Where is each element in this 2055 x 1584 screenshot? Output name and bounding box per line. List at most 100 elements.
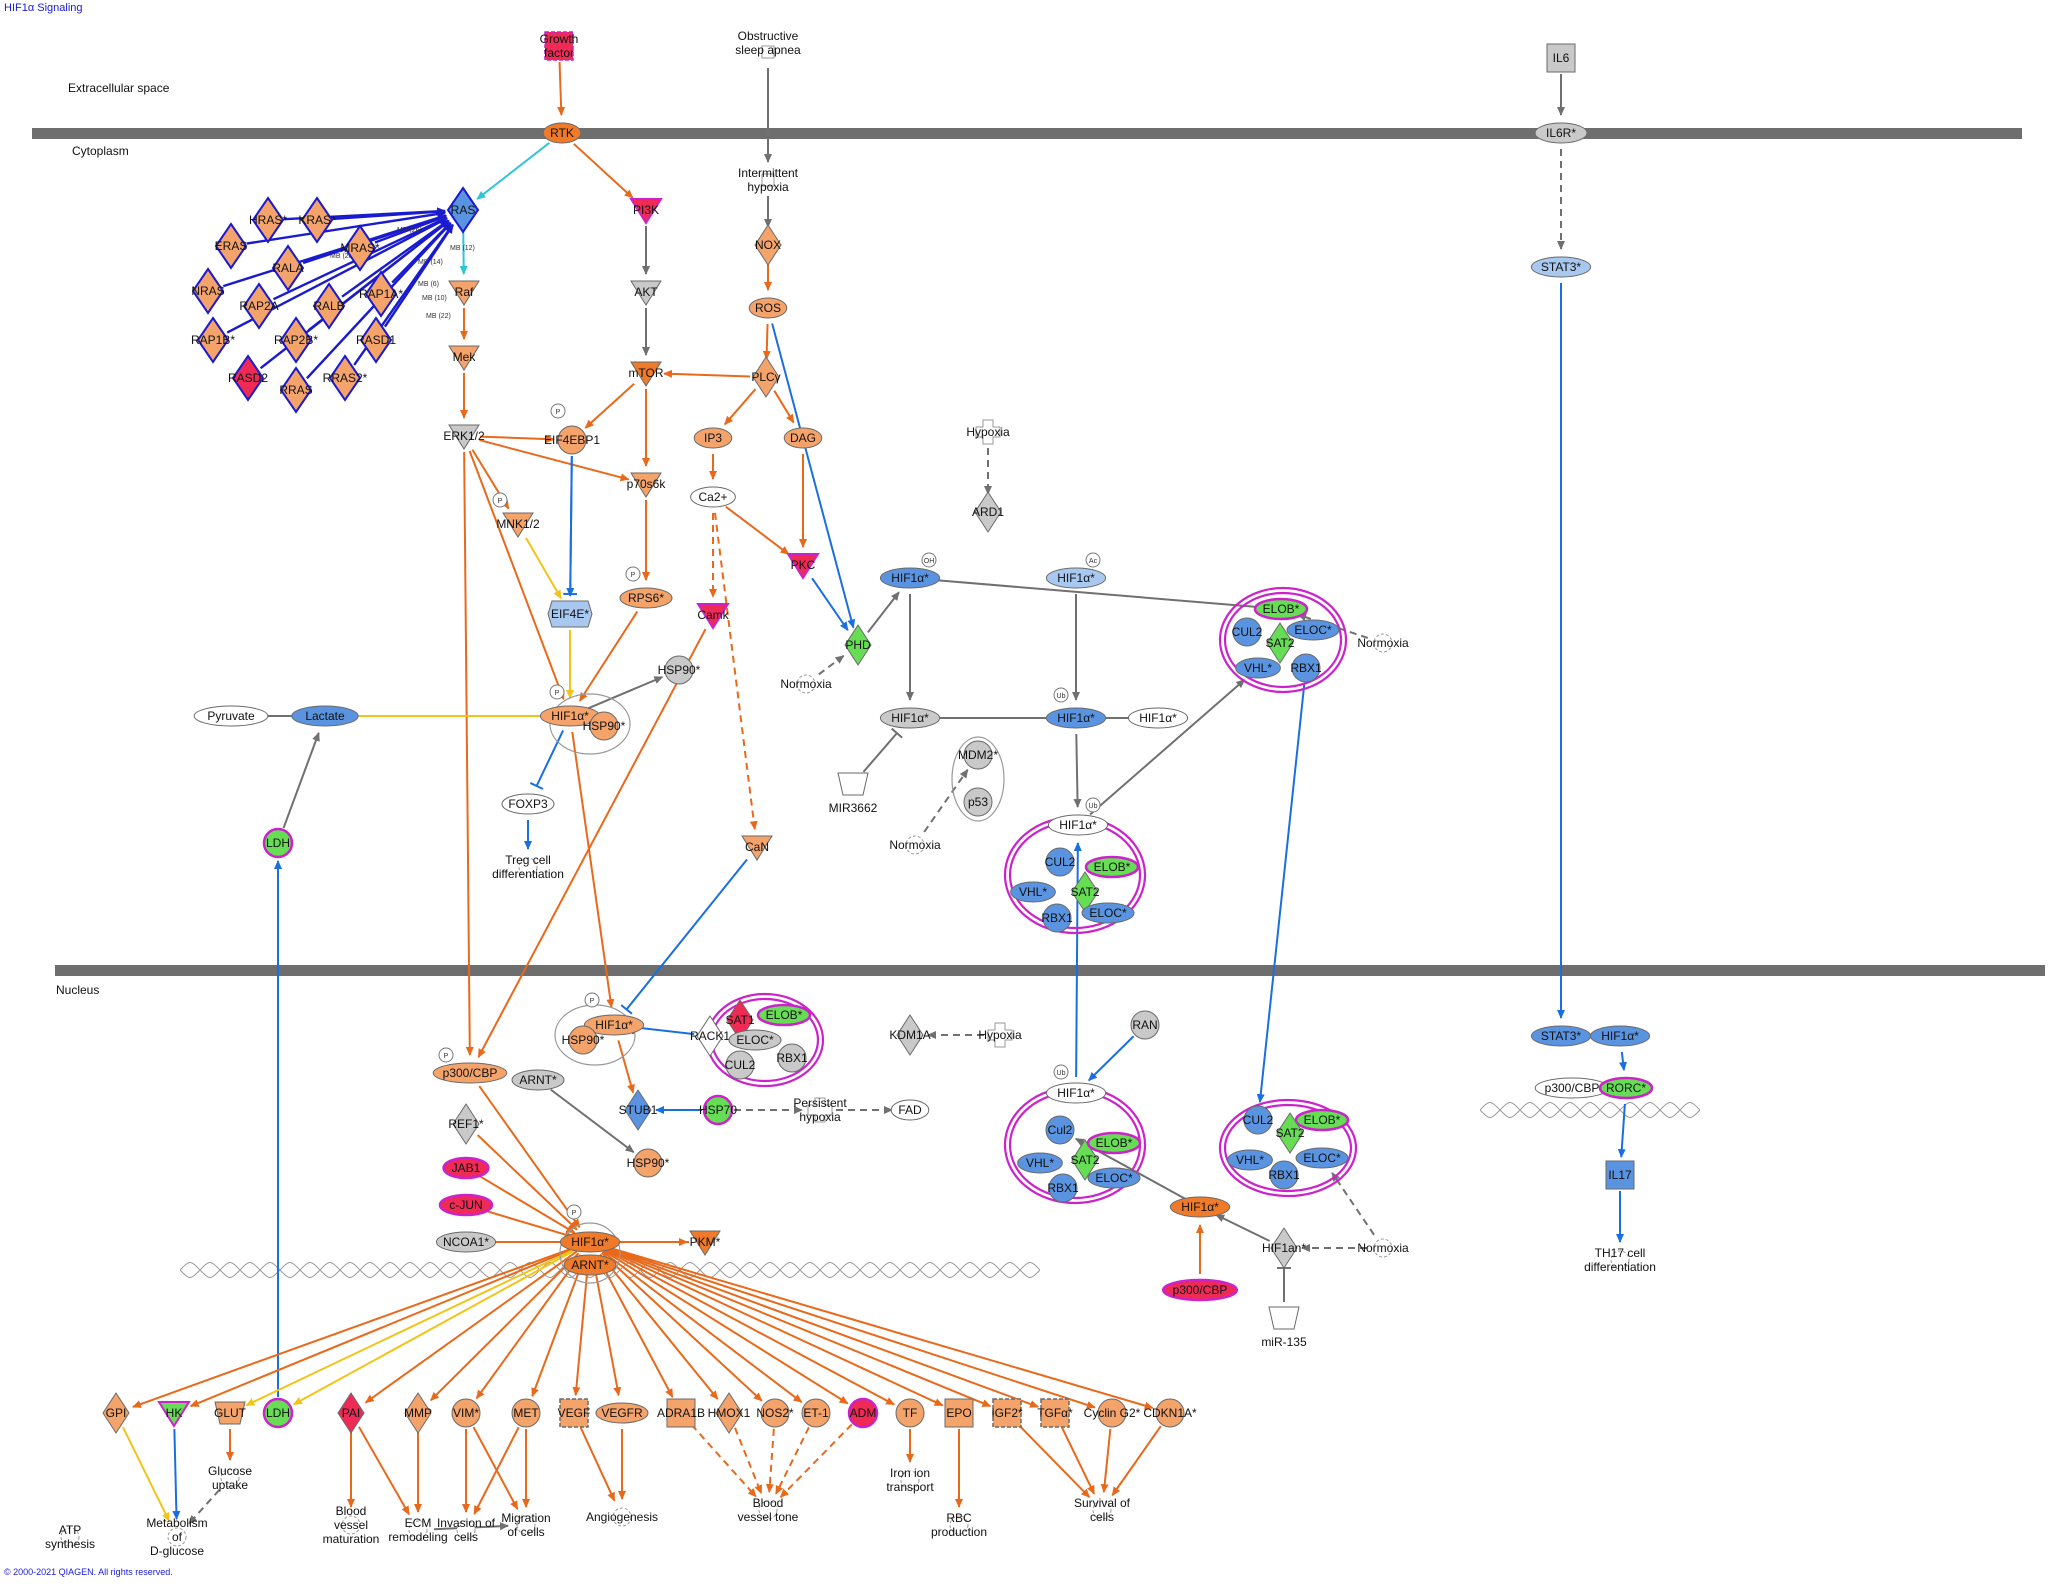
node-p300_3[interactable]: p300/CBP — [1534, 1077, 1610, 1099]
node-vhl4[interactable]: VHL* — [1017, 1152, 1063, 1174]
node-akt[interactable]: AKT — [630, 280, 662, 306]
node-gpi[interactable]: GPI — [102, 1392, 130, 1434]
node-sat2_5[interactable]: SAT2 — [1275, 1112, 1305, 1154]
node-foxp3[interactable]: FOXP3 — [501, 793, 555, 815]
node-sat2_4[interactable]: SAT2 — [1070, 1139, 1100, 1181]
node-met[interactable]: MET — [511, 1398, 541, 1428]
node-vhl2[interactable]: VHL* — [1010, 881, 1056, 903]
node-ip3[interactable]: IP3 — [693, 427, 733, 449]
node-ldh_c[interactable]: LDH — [262, 827, 294, 859]
node-dag[interactable]: DAG — [783, 427, 823, 449]
node-mmp[interactable]: MMP — [404, 1392, 432, 1434]
node-il6r[interactable]: IL6R* — [1534, 122, 1588, 144]
node-il6[interactable]: IL6 — [1546, 43, 1576, 73]
node-eras[interactable]: ERAS — [215, 222, 248, 270]
node-mdm2[interactable]: MDM2* — [958, 740, 998, 770]
node-cul2_1[interactable]: CUL2 — [1232, 617, 1263, 647]
node-rorc[interactable]: RORC* — [1598, 1076, 1654, 1100]
node-hsp90_cc[interactable]: HSP90* — [583, 711, 626, 741]
node-elob2[interactable]: ELOB* — [1084, 855, 1140, 879]
node-ras[interactable]: RAS — [446, 186, 480, 234]
node-nos2[interactable]: NOS2* — [756, 1398, 794, 1428]
node-rbx1_5[interactable]: RBX1 — [1268, 1160, 1300, 1190]
node-mras[interactable]: MRAS* — [340, 224, 380, 272]
node-hypoxia1[interactable]: Hypoxia — [966, 419, 1010, 445]
node-nox[interactable]: NOX — [754, 224, 782, 266]
node-eif4e[interactable]: EIF4E* — [547, 600, 593, 628]
node-p300_1[interactable]: p300/CBP — [432, 1062, 508, 1084]
node-il17[interactable]: IL17 — [1605, 1160, 1635, 1190]
node-vhl5[interactable]: VHL* — [1227, 1149, 1273, 1171]
node-hif_deg[interactable]: HIF1α* — [1127, 707, 1189, 729]
node-lactate[interactable]: Lactate — [291, 705, 359, 727]
node-hras[interactable]: HRAS* — [249, 196, 287, 244]
node-rasd2[interactable]: RASD2 — [228, 354, 268, 402]
node-hif_ac[interactable]: HIF1α* — [1045, 567, 1107, 589]
node-sat2_2[interactable]: SAT2 — [1070, 871, 1100, 913]
node-et1[interactable]: ET-1 — [801, 1398, 831, 1428]
node-stat3n[interactable]: STAT3* — [1530, 1025, 1592, 1047]
node-angio[interactable]: Angiogenesis — [586, 1507, 658, 1527]
node-mir135[interactable]: miR-135 — [1261, 1306, 1307, 1349]
node-hsp90_n[interactable]: HSP90* — [562, 1025, 605, 1055]
node-rras[interactable]: RRAS — [279, 366, 313, 414]
node-cdkn1a[interactable]: CDKN1A* — [1143, 1398, 1197, 1428]
node-hif1an[interactable]: HIF1an* — [1262, 1227, 1306, 1269]
node-mnk[interactable]: MNK1/2 — [496, 512, 540, 538]
node-sat1[interactable]: SAT1 — [725, 999, 755, 1041]
node-ard1[interactable]: ARD1 — [972, 491, 1004, 533]
node-camk[interactable]: Camk — [696, 603, 730, 630]
node-rap2b[interactable]: RAP2B* — [274, 316, 318, 364]
node-eloc2[interactable]: ELOC* — [1081, 902, 1135, 924]
node-pkc[interactable]: PKC — [786, 553, 820, 580]
node-cul2_3[interactable]: CUL2 — [725, 1050, 756, 1080]
node-kdm1a[interactable]: KDM1A — [889, 1014, 931, 1056]
node-eif4ebp1[interactable]: EIF4EBP1 — [544, 425, 600, 455]
node-raf[interactable]: Raf — [448, 280, 480, 306]
node-mek[interactable]: Mek — [448, 345, 480, 371]
node-p300_2[interactable]: p300/CBP — [1161, 1278, 1239, 1302]
node-rap2a[interactable]: RAP2A — [239, 282, 279, 330]
node-jab1[interactable]: JAB1 — [442, 1156, 490, 1180]
node-kras[interactable]: KRAS* — [298, 196, 336, 244]
node-ran[interactable]: RAN — [1130, 1010, 1160, 1040]
node-eloc3[interactable]: ELOC* — [728, 1029, 782, 1051]
node-cycling2[interactable]: Cyclin G2* — [1084, 1398, 1141, 1428]
node-hypoxia2[interactable]: Hypoxia — [978, 1022, 1022, 1048]
node-hif_vhl[interactable]: HIF1α* — [1047, 814, 1109, 836]
node-normoxia1[interactable]: Normoxia — [780, 674, 832, 694]
node-rtk[interactable]: RTK — [542, 122, 582, 144]
node-hif_ub[interactable]: HIF1α* — [1045, 707, 1107, 729]
node-rps6[interactable]: RPS6* — [619, 587, 673, 609]
node-vegf[interactable]: VEGF — [558, 1398, 591, 1428]
node-rbx1_4[interactable]: RBX1 — [1047, 1173, 1079, 1203]
node-normoxia4[interactable]: Normoxia — [1357, 1238, 1409, 1258]
node-hsp70[interactable]: HSP70 — [699, 1094, 737, 1126]
node-stat3c[interactable]: STAT3* — [1530, 256, 1592, 278]
node-hif_n[interactable]: HIF1α* — [1169, 1196, 1231, 1218]
node-cul2_5[interactable]: CUL2 — [1243, 1105, 1274, 1135]
node-nras[interactable]: NRAS — [191, 267, 225, 315]
node-eloc5[interactable]: ELOC* — [1295, 1147, 1349, 1169]
node-fad[interactable]: FAD — [890, 1099, 930, 1121]
node-cul2_4[interactable]: Cul2 — [1045, 1115, 1075, 1145]
node-pi3k[interactable]: PI3K — [629, 198, 663, 225]
node-normoxia2[interactable]: Normoxia — [889, 835, 941, 855]
node-hif_th[interactable]: HIF1α* — [1589, 1025, 1651, 1047]
node-elob1[interactable]: ELOB* — [1253, 597, 1309, 621]
node-hsp90_n2[interactable]: HSP90* — [627, 1148, 670, 1178]
node-elob3[interactable]: ELOB* — [756, 1003, 812, 1027]
node-ca2[interactable]: Ca2+ — [690, 486, 736, 508]
